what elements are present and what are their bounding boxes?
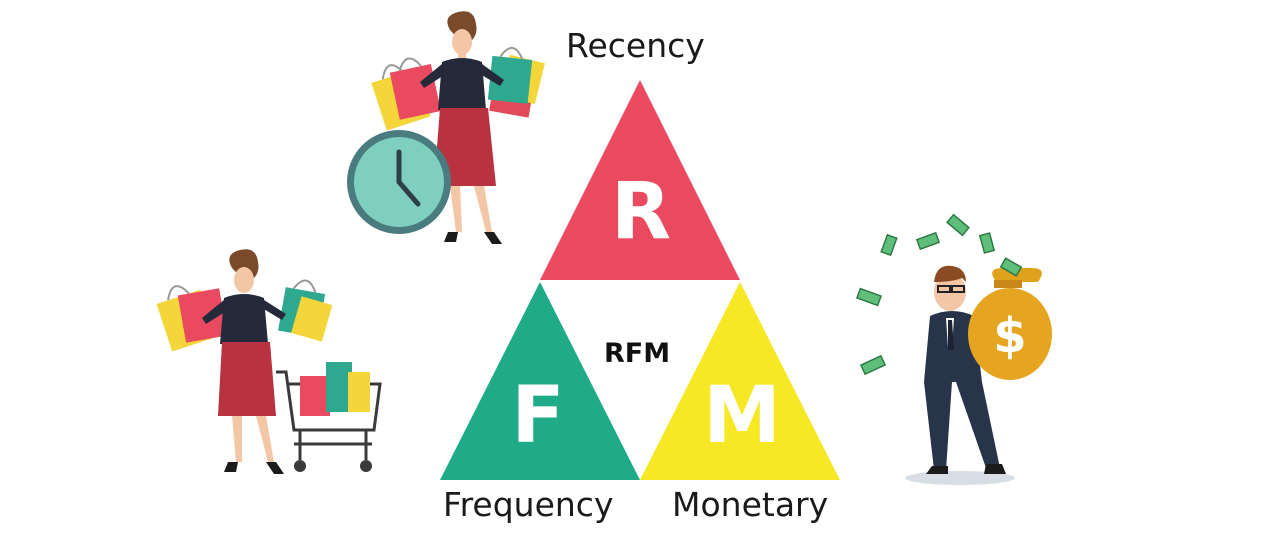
shopper-with-bags-top <box>371 11 545 244</box>
rfm-center-label: RFM <box>604 338 671 369</box>
monetary-letter: M <box>703 371 781 461</box>
monetary-triangle <box>640 282 840 480</box>
frequency-triangle <box>440 282 640 480</box>
monetary-label: Monetary <box>672 485 829 524</box>
money-bag-icon: $ <box>968 268 1052 380</box>
shopper-with-cart <box>156 249 382 474</box>
recency-letter: R <box>611 167 671 257</box>
frequency-label: Frequency <box>443 485 614 524</box>
frequency-letter: F <box>511 371 564 461</box>
businessman-with-money-bag: $ <box>855 213 1052 485</box>
recency-triangle <box>540 80 740 280</box>
dollar-icon: $ <box>993 308 1026 364</box>
clock-icon <box>347 130 451 234</box>
banknote-icon <box>855 213 1023 376</box>
recency-label: Recency <box>566 26 705 65</box>
